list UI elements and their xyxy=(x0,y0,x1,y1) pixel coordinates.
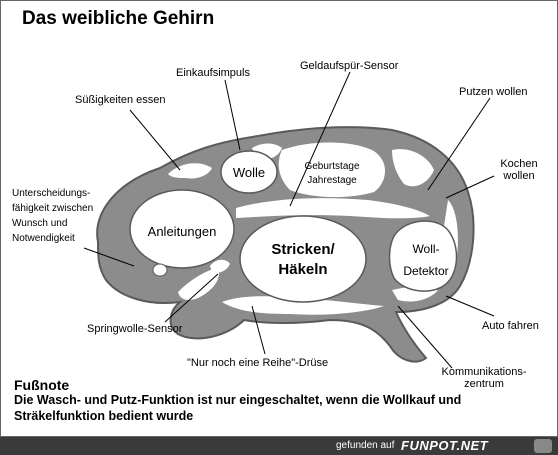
region-label-woll-detektor-line1: Woll- xyxy=(412,242,440,256)
label-kochen-line2: wollen xyxy=(503,170,535,182)
fissure-top-right xyxy=(278,142,385,198)
region-woll-detektor xyxy=(388,220,458,292)
fissure-lower-left-2 xyxy=(210,259,230,273)
fissure-diagonal xyxy=(236,198,430,219)
label-suessigkeiten: Süßigkeiten essen xyxy=(75,94,166,106)
pointer-geldaufspuer xyxy=(289,71,351,207)
pointer-auto-fahren xyxy=(445,295,495,317)
region-label-woll-detektor: Woll- Detektor xyxy=(392,238,460,282)
pointer-kochen xyxy=(445,175,495,199)
pointer-suessigkeiten xyxy=(129,109,181,171)
region-stricken xyxy=(239,215,367,303)
footer-bar: gefunden auf FUNPOT.NET xyxy=(0,437,558,455)
pointer-einkaufsimpuls xyxy=(224,79,241,151)
region-springwolle xyxy=(152,263,168,277)
brand-logo-icon xyxy=(534,439,552,453)
region-label-stricken-line2: Häkeln xyxy=(278,261,328,278)
region-label-geburtstage: Geburtstage Jahrestage xyxy=(292,160,372,188)
pointer-putzen xyxy=(427,97,491,191)
fissure-bottom xyxy=(222,296,384,315)
label-springwolle: Springwolle-Sensor xyxy=(87,323,183,335)
label-kochen-line1: Kochen xyxy=(500,158,538,170)
footnote-text: Die Wasch- und Putz-Funktion ist nur ein… xyxy=(14,393,462,423)
region-label-wolle: Wolle xyxy=(232,165,266,180)
fissure-lower-left xyxy=(178,268,220,300)
label-auto-fahren: Auto fahren xyxy=(482,320,539,332)
region-wolle xyxy=(220,150,278,194)
footnote-heading: Fußnote xyxy=(14,377,70,393)
page-title: Das weibliche Gehirn xyxy=(22,8,215,29)
label-unterscheidung-line2: fähigkeit zwischen xyxy=(12,203,94,214)
label-nur-noch: "Nur noch eine Reihe"-Drüse xyxy=(187,357,329,369)
label-unterscheidung-line3: Wunsch und xyxy=(12,218,68,229)
label-kommunikation-line1: Kommunikations- xyxy=(441,366,527,378)
label-kommunikation-line2: zentrum xyxy=(464,378,504,390)
region-label-anleitungen: Anleitungen xyxy=(147,224,217,239)
pointer-kommunikation xyxy=(397,305,453,369)
label-geldaufspuer: Geldaufspür-Sensor xyxy=(300,60,399,72)
region-label-geburtstage-line2: Jahrestage xyxy=(307,175,357,186)
label-putzen: Putzen wollen xyxy=(459,86,528,98)
pointer-unterscheidung xyxy=(83,247,135,267)
label-einkaufsimpuls: Einkaufsimpuls xyxy=(176,67,250,79)
label-kommunikation: Kommunikations- zentrum xyxy=(438,366,530,390)
label-unterscheidung-line4: Notwendigkeit xyxy=(12,233,75,244)
region-label-woll-detektor-line2: Detektor xyxy=(403,264,449,278)
region-label-stricken-line1: Stricken/ xyxy=(271,241,335,258)
label-kochen: Kochen wollen xyxy=(494,158,544,182)
fissure-upper xyxy=(168,163,212,179)
footer-brand[interactable]: FUNPOT.NET xyxy=(401,438,489,453)
label-unterscheidung-line1: Unterscheidungs- xyxy=(12,188,91,199)
fissure-right-lobe xyxy=(392,149,434,187)
region-anleitungen xyxy=(129,189,235,269)
pointer-springwolle xyxy=(164,273,219,323)
region-label-geburtstage-line1: Geburtstage xyxy=(304,161,360,172)
pointer-nur-noch xyxy=(251,305,266,355)
region-label-stricken: Stricken/ Häkeln xyxy=(243,240,363,280)
label-unterscheidung: Unterscheidungs- fähigkeit zwischen Wuns… xyxy=(12,186,122,246)
footer-credit: gefunden auf xyxy=(336,440,395,451)
